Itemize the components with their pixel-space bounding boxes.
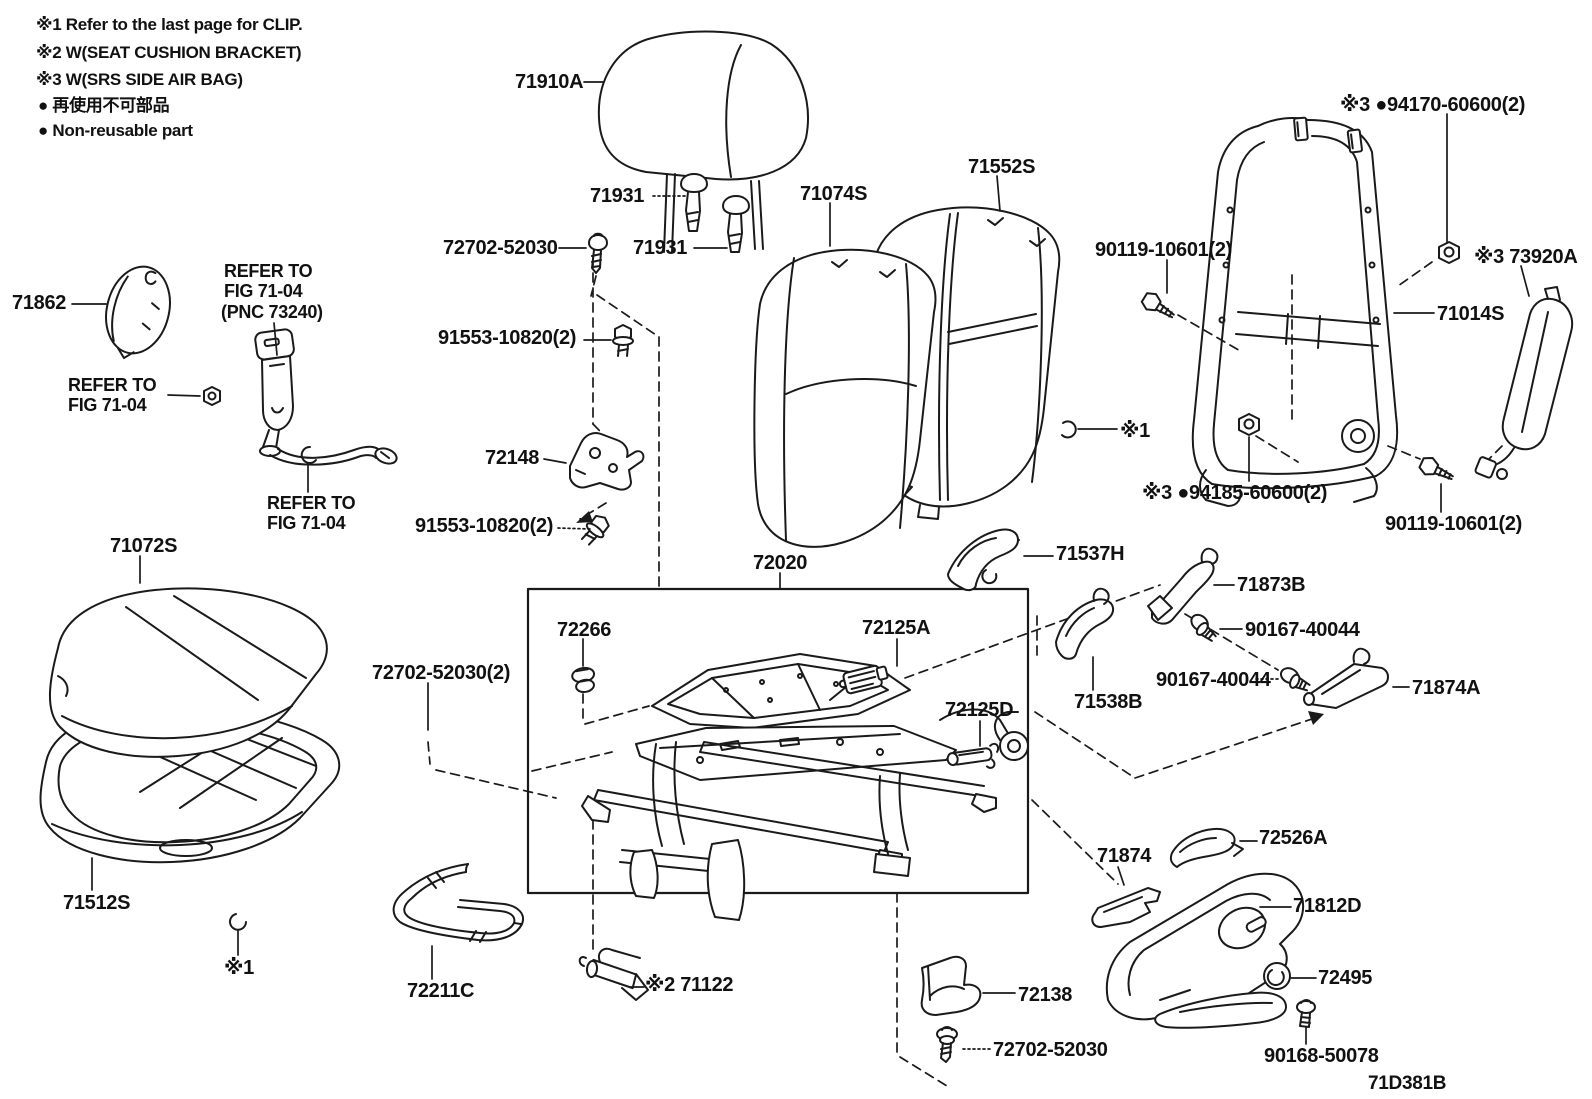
label-diagram-code: 71D381B bbox=[1368, 1073, 1447, 1094]
bracket-71873B-drawing bbox=[1147, 547, 1219, 625]
note-2: ※2 W(SEAT CUSHION BRACKET) bbox=[36, 43, 302, 62]
label-90167-40044-1: 90167-40044 bbox=[1245, 619, 1360, 641]
label-90168-50078: 90168-50078 bbox=[1264, 1045, 1379, 1067]
label-72125D: 72125D bbox=[945, 699, 1014, 721]
seatback-front-cover-drawing bbox=[753, 248, 937, 548]
shield-strip-drawing bbox=[1154, 991, 1287, 1029]
label-71538B: 71538B bbox=[1074, 691, 1143, 713]
label-90167-40044-2: 90167-40044 bbox=[1156, 669, 1271, 691]
belt-buckle-assembly-drawing bbox=[105, 265, 398, 466]
nut-94170-drawing bbox=[1438, 241, 1460, 264]
wire-72211C-drawing bbox=[392, 863, 524, 943]
label-71552S: 71552S bbox=[968, 156, 1036, 178]
note-4: ● 再使用不可部品 bbox=[38, 96, 170, 115]
headrest-support-drawings bbox=[680, 173, 750, 253]
airbag-73920A-drawing bbox=[1474, 286, 1574, 480]
label-72702-52030-left: 72702-52030(2) bbox=[372, 662, 511, 684]
label-71931-2: 71931 bbox=[633, 237, 688, 259]
screw-90168-drawing bbox=[1296, 999, 1316, 1028]
knob-72495-drawing bbox=[1263, 962, 1291, 990]
label-91553-10820-1: 91553-10820(2) bbox=[438, 327, 577, 349]
cap-72526A-drawing bbox=[1169, 827, 1244, 868]
label-71874A: 71874A bbox=[1412, 677, 1481, 699]
label-71122: ※2 71122 bbox=[645, 974, 734, 996]
label-72138: 72138 bbox=[1018, 984, 1073, 1006]
label-72020: 72020 bbox=[753, 552, 808, 574]
label-71862: 71862 bbox=[12, 292, 67, 314]
bolt-91553-1-drawing bbox=[612, 324, 634, 357]
bracket-72148-drawing bbox=[569, 432, 645, 491]
label-71874: 71874 bbox=[1097, 845, 1152, 867]
ref-1-line1: REFER TO bbox=[224, 261, 313, 281]
label-71873B: 71873B bbox=[1237, 574, 1306, 596]
bracket-71537H-drawing bbox=[947, 528, 1019, 592]
screw-72702-bottom-drawing bbox=[936, 1026, 958, 1063]
bracket-71538B-drawing bbox=[1055, 587, 1115, 660]
nut-94185-drawing bbox=[1238, 413, 1260, 436]
label-72266: 72266 bbox=[557, 619, 612, 641]
cover-72138-drawing bbox=[920, 955, 982, 1016]
label-94185-60600: ※3 ●94185-60600(2) bbox=[1142, 482, 1328, 504]
label-72702-52030-bottom: 72702-52030 bbox=[993, 1039, 1108, 1061]
label-90119-10601-1: 90119-10601(2) bbox=[1095, 239, 1233, 261]
label-71537H: 71537H bbox=[1056, 543, 1125, 565]
ref-1-line2: FIG 71-04 bbox=[224, 281, 303, 301]
clip-drawings bbox=[229, 420, 1077, 931]
label-90119-10601-2: 90119-10601(2) bbox=[1385, 513, 1523, 535]
label-72148: 72148 bbox=[485, 447, 540, 469]
note-3: ※3 W(SRS SIDE AIR BAG) bbox=[36, 70, 243, 89]
ref-3-line1: REFER TO bbox=[267, 493, 356, 513]
ref-2-line2: FIG 71-04 bbox=[68, 395, 147, 415]
label-71014S: 71014S bbox=[1437, 303, 1505, 325]
bracket-71874A-drawing bbox=[1303, 647, 1389, 709]
label-72702-52030-top: 72702-52030 bbox=[443, 237, 558, 259]
bolt-90119-1-drawing bbox=[1140, 292, 1175, 319]
bolt-91553-2-drawing bbox=[580, 514, 610, 546]
ref-1-line3: (PNC 73240) bbox=[221, 302, 323, 322]
label-72125A: 72125A bbox=[862, 617, 931, 639]
label-71812D: 71812D bbox=[1293, 895, 1362, 917]
trim-71874-drawing bbox=[1091, 887, 1161, 928]
label-71931-1: 71931 bbox=[590, 185, 645, 207]
label-72495: 72495 bbox=[1318, 967, 1373, 989]
label-94170-60600: ※3 ●94170-60600(2) bbox=[1340, 94, 1526, 116]
screw-90167-2-drawing bbox=[1279, 667, 1311, 692]
cushion-cover-drawing bbox=[49, 587, 328, 758]
label-clip-ref-top: ※1 bbox=[1120, 420, 1150, 442]
label-71072S: 71072S bbox=[110, 535, 178, 557]
label-clip-ref-bottom: ※1 bbox=[224, 957, 254, 979]
headrest-drawing bbox=[597, 30, 809, 253]
clip-72266-drawing bbox=[571, 666, 596, 694]
part-72125D-drawing bbox=[946, 742, 1000, 769]
part-72125A-drawing bbox=[838, 664, 889, 695]
screw-90167-1-drawing bbox=[1190, 613, 1217, 642]
label-71910A: 71910A bbox=[515, 71, 584, 93]
leader-lines bbox=[71, 81, 1530, 1050]
screw-72702-top-drawing bbox=[588, 232, 608, 274]
note-1: ※1 Refer to the last page for CLIP. bbox=[36, 15, 303, 34]
label-71074S: 71074S bbox=[800, 183, 868, 205]
label-72211C: 72211C bbox=[407, 980, 475, 1002]
bolt-90119-2-drawing bbox=[1418, 457, 1454, 480]
label-73920A: ※3 73920A bbox=[1474, 246, 1578, 268]
ref-3-line2: FIG 71-04 bbox=[267, 513, 346, 533]
label-72526A: 72526A bbox=[1259, 827, 1328, 849]
ref-2-line1: REFER TO bbox=[68, 375, 157, 395]
bracket-71122-drawing bbox=[578, 947, 649, 1001]
label-71512S: 71512S bbox=[63, 892, 131, 914]
note-5: ● Non-reusable part bbox=[38, 121, 193, 140]
label-91553-10820-2: 91553-10820(2) bbox=[415, 515, 554, 537]
seatback-frame-drawing bbox=[1191, 116, 1399, 507]
